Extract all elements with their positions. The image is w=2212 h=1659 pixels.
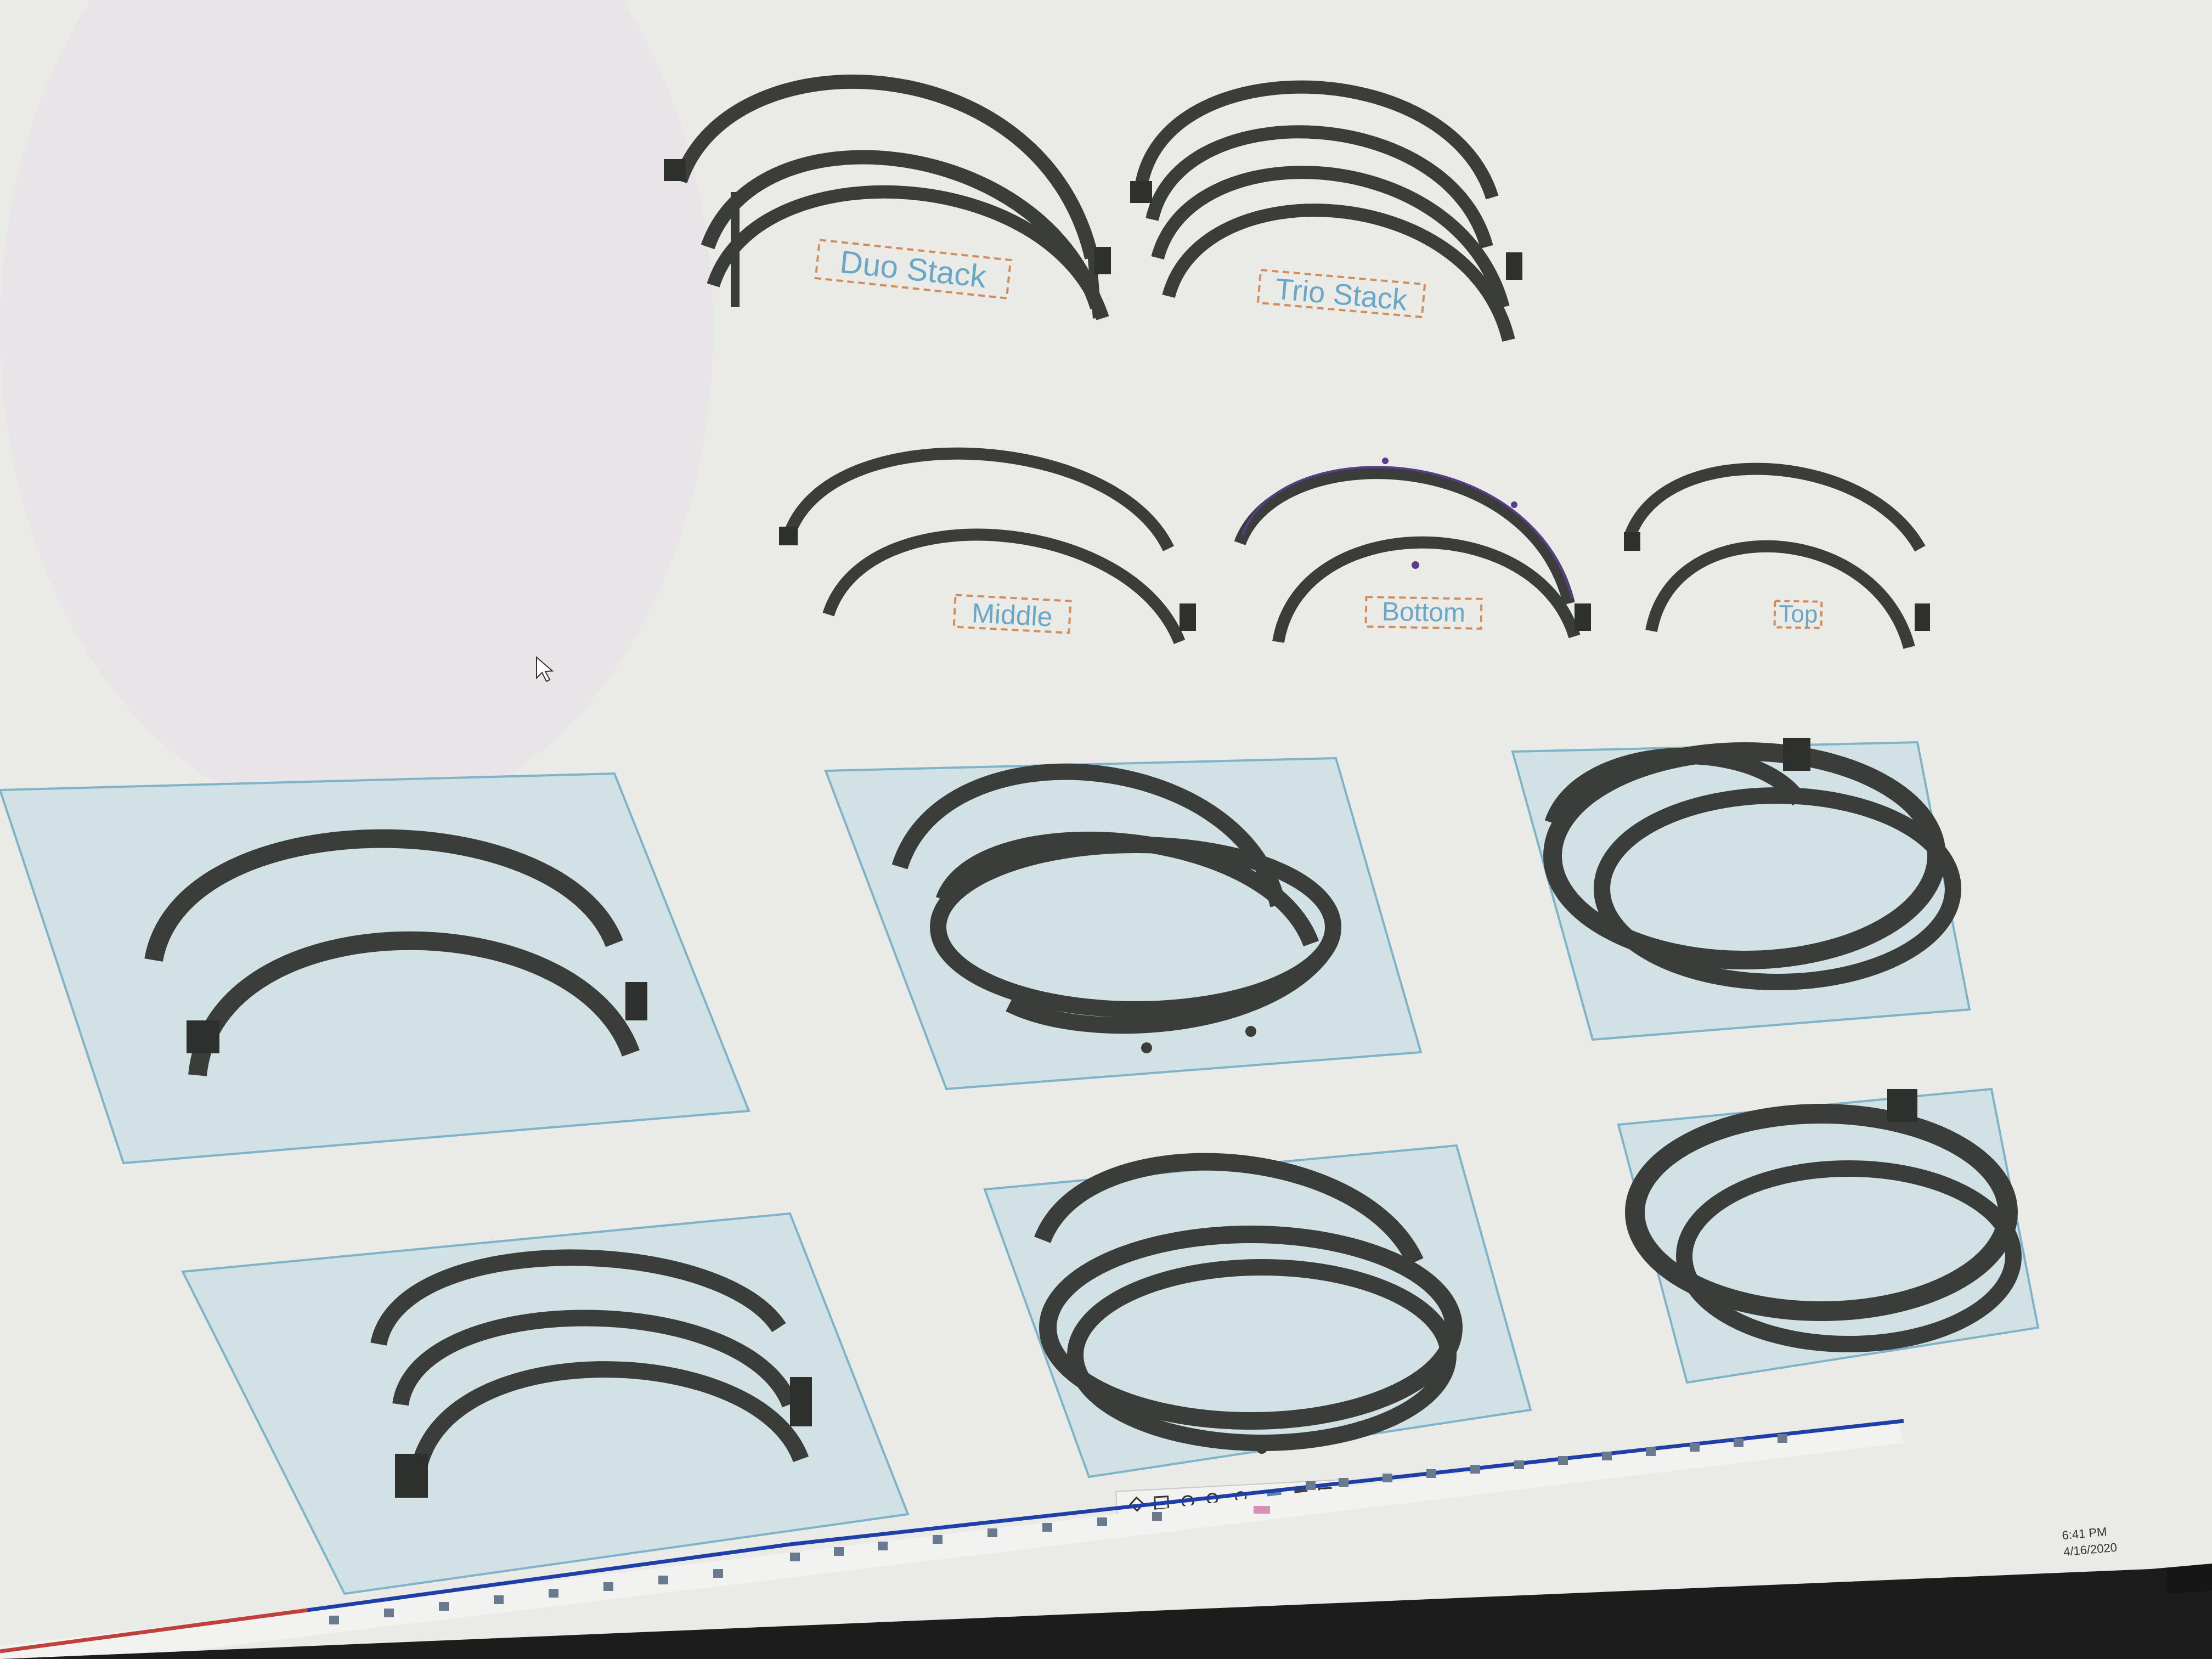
sketch-plane: [0, 772, 751, 1165]
feature-timeline[interactable]: [0, 1419, 1904, 1659]
top-part-model[interactable]: [1623, 462, 1930, 649]
sketch-plane: [180, 1212, 910, 1595]
duo-stack-model[interactable]: [664, 74, 1111, 320]
screen-glare: [0, 0, 713, 823]
middle-part-model[interactable]: [779, 447, 1196, 645]
sketch-plane: [824, 757, 1423, 1091]
part-assembly-view[interactable]: [370, 1249, 812, 1498]
mouse-cursor-icon: [536, 656, 554, 682]
bottom-part-model[interactable]: [1234, 458, 1591, 643]
part-assembly-view[interactable]: [1625, 1089, 2022, 1352]
rollback-bar[interactable]: [1254, 1506, 1270, 1514]
label-middle[interactable]: Middle: [971, 597, 1053, 633]
part-assembly-view[interactable]: [1543, 738, 1961, 990]
trio-stack-model[interactable]: [1130, 80, 1522, 342]
part-assembly-view[interactable]: [144, 829, 647, 1076]
label-bottom[interactable]: Bottom: [1381, 597, 1465, 628]
part-assembly-view[interactable]: [1034, 1153, 1463, 1454]
part-assembly-view[interactable]: [891, 763, 1341, 1053]
label-top[interactable]: Top: [1779, 600, 1818, 628]
